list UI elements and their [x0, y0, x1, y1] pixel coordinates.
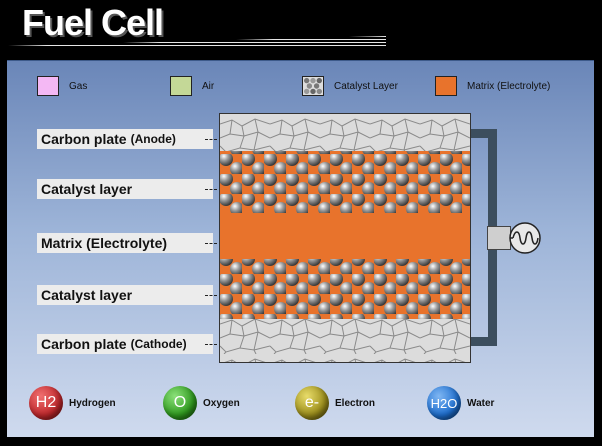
wire-right-upper: [488, 129, 497, 227]
label-anode-plate: Carbon plate (Anode): [37, 129, 213, 149]
label-anode-sub: (Anode): [130, 132, 176, 146]
air-swatch: [170, 76, 192, 96]
legend-catalyst-label: Catalyst Layer: [334, 80, 398, 92]
label-cathode-text: Carbon plate: [41, 336, 127, 352]
electron-symbol: e-: [304, 394, 320, 411]
legend-water: H2O Water: [427, 386, 494, 420]
cathode-catalyst-layer: [220, 259, 470, 319]
gas-swatch: [37, 76, 59, 96]
electron-label: Electron: [335, 397, 376, 409]
stack-graphic: [220, 114, 470, 362]
water-icon: H2O: [427, 386, 461, 420]
title-underline-stripes: [8, 36, 386, 46]
anode-carbon-plate: [220, 114, 470, 151]
label-catalyst-top: Catalyst layer: [37, 179, 213, 199]
legend-matrix-label: Matrix (Electrolyte): [467, 80, 551, 92]
label-matrix-text: Matrix (Electrolyte): [41, 235, 168, 251]
fuel-cell-stack: [219, 113, 471, 363]
label-matrix: Matrix (Electrolyte): [37, 233, 213, 253]
wire-top: [471, 129, 497, 138]
hydrogen-symbol: H2: [35, 394, 57, 411]
legend-air: Air: [170, 75, 214, 97]
wire-bottom: [471, 337, 497, 346]
legend-gas-label: Gas: [69, 80, 88, 92]
legend-catalyst: Catalyst Layer: [302, 75, 398, 97]
label-catalyst-bottom: Catalyst layer: [37, 285, 213, 305]
connector-cathode: [205, 344, 217, 346]
hydrogen-icon: H2: [29, 386, 63, 420]
connector-catalyst-bottom: [205, 295, 217, 297]
water-label: Water: [467, 397, 495, 409]
catalyst-swatch: [302, 76, 324, 96]
legend-hydrogen: H2 Hydrogen: [29, 386, 116, 420]
label-catalyst-top-text: Catalyst layer: [41, 181, 133, 197]
legend-oxygen: O Oxygen: [163, 386, 240, 420]
label-catalyst-bottom-text: Catalyst layer: [41, 287, 133, 303]
oxygen-symbol: O: [173, 394, 187, 411]
legend-air-label: Air: [202, 80, 215, 92]
water-symbol: H2O: [430, 395, 458, 411]
label-cathode-sub: (Cathode): [130, 337, 187, 351]
page-title: Fuel Cell: [22, 2, 164, 43]
connector-matrix: [205, 243, 217, 245]
electrolyte-matrix: [220, 213, 470, 259]
matrix-swatch: [435, 76, 457, 96]
oxygen-label: Oxygen: [203, 397, 240, 409]
motor-coil-icon: [509, 222, 541, 254]
electron-icon: e-: [295, 386, 329, 420]
wire-right-lower: [488, 249, 497, 345]
legend-matrix: Matrix (Electrolyte): [435, 75, 550, 97]
connector-catalyst-top: [205, 189, 217, 191]
legend-electron: e- Electron: [295, 386, 375, 420]
label-anode-text: Carbon plate: [41, 131, 127, 147]
hydrogen-label: Hydrogen: [69, 397, 116, 409]
anode-catalyst-layer: [220, 151, 470, 213]
legend-gas: Gas: [37, 75, 87, 97]
diagram-panel: Gas Air Catalyst Layer Matrix (Electroly…: [7, 60, 594, 437]
oxygen-icon: O: [163, 386, 197, 420]
cathode-carbon-plate: [220, 319, 470, 362]
label-cathode-plate: Carbon plate (Cathode): [37, 334, 213, 354]
connector-anode: [205, 139, 217, 141]
